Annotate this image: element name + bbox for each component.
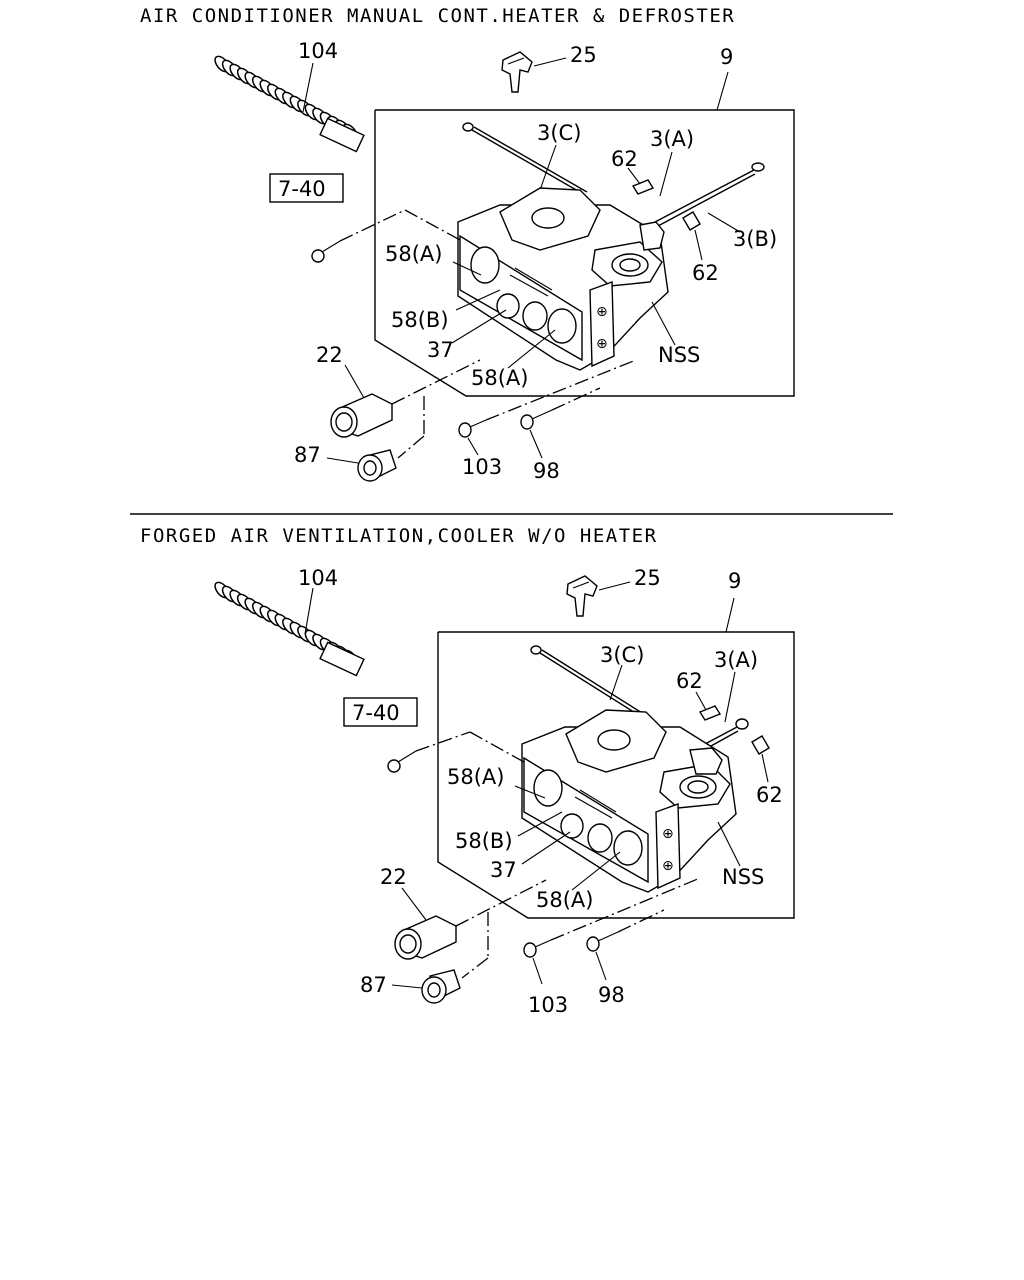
screw-103 <box>523 939 552 958</box>
label-37: 37 <box>490 858 517 882</box>
hose-104 <box>214 55 365 153</box>
label-25: 25 <box>634 566 661 590</box>
label-103: 103 <box>528 993 568 1017</box>
pin-62-upper <box>631 179 655 195</box>
label-58b: 58(B) <box>455 829 513 853</box>
assembly-frame <box>374 109 795 397</box>
bezel-87 <box>357 449 397 482</box>
label-58a-lower: 58(A) <box>471 366 528 390</box>
switch-22 <box>330 393 393 438</box>
control-unit-body: ⊕ ⊕ <box>521 709 737 893</box>
ref-box-7-40 <box>343 697 418 727</box>
svg-text:⊕: ⊕ <box>662 826 674 842</box>
label-104: 104 <box>298 566 338 590</box>
label-62-upper: 62 <box>611 147 638 171</box>
cable-3b <box>654 162 765 227</box>
label-104: 104 <box>298 39 338 63</box>
label-22: 22 <box>380 865 407 889</box>
screw-7-40 <box>387 750 417 773</box>
switch-22 <box>394 915 457 960</box>
pin-62-lower <box>682 211 701 231</box>
hose-104 <box>214 581 365 677</box>
section-ventilation-cooler: FORGED AIR VENTILATION,COOLER W/O HEATER… <box>140 525 795 1017</box>
label-98: 98 <box>598 983 625 1007</box>
clip-25 <box>501 51 533 93</box>
section-title: FORGED AIR VENTILATION,COOLER W/O HEATER <box>140 525 658 547</box>
section-heater-defroster: AIR CONDITIONER MANUAL CONT.HEATER & DEF… <box>140 5 795 483</box>
label-3a: 3(A) <box>714 648 758 672</box>
label-7-40: 7-40 <box>278 177 326 201</box>
label-nss: NSS <box>658 343 700 367</box>
label-9: 9 <box>728 569 741 593</box>
label-25: 25 <box>570 43 597 67</box>
label-22: 22 <box>316 343 343 367</box>
svg-text:⊕: ⊕ <box>662 858 674 874</box>
control-unit-body: ⊕ ⊕ <box>457 187 669 371</box>
cable-3c <box>462 122 588 196</box>
label-98: 98 <box>533 459 560 483</box>
label-37: 37 <box>427 338 454 362</box>
label-3b: 3(B) <box>733 227 777 251</box>
cable-3c <box>530 645 643 717</box>
assembly-frame <box>437 631 795 919</box>
label-87: 87 <box>360 973 387 997</box>
screw-103 <box>458 419 487 438</box>
label-3c: 3(C) <box>600 643 644 667</box>
pin-62-lower <box>751 735 770 755</box>
label-58a-upper: 58(A) <box>447 765 504 789</box>
label-58a-upper: 58(A) <box>385 242 442 266</box>
section-title: AIR CONDITIONER MANUAL CONT.HEATER & DEF… <box>140 5 735 27</box>
label-nss: NSS <box>722 865 764 889</box>
svg-text:⊕: ⊕ <box>596 336 608 352</box>
label-62-lower: 62 <box>692 261 719 285</box>
label-62-upper: 62 <box>676 669 703 693</box>
label-9: 9 <box>720 45 733 69</box>
label-7-40: 7-40 <box>352 701 400 725</box>
pin-62-upper <box>698 705 722 721</box>
screw-98 <box>520 409 553 430</box>
label-103: 103 <box>462 455 502 479</box>
ref-box-7-40 <box>269 173 344 203</box>
label-87: 87 <box>294 443 321 467</box>
svg-text:⊕: ⊕ <box>596 304 608 320</box>
screw-98 <box>586 931 619 952</box>
clip-25 <box>566 575 598 617</box>
label-3a: 3(A) <box>650 127 694 151</box>
screw-7-40 <box>311 240 341 263</box>
label-3c: 3(C) <box>537 121 581 145</box>
bezel-87 <box>421 969 461 1004</box>
label-58b: 58(B) <box>391 308 449 332</box>
label-58a-lower: 58(A) <box>536 888 593 912</box>
label-62-lower: 62 <box>756 783 783 807</box>
